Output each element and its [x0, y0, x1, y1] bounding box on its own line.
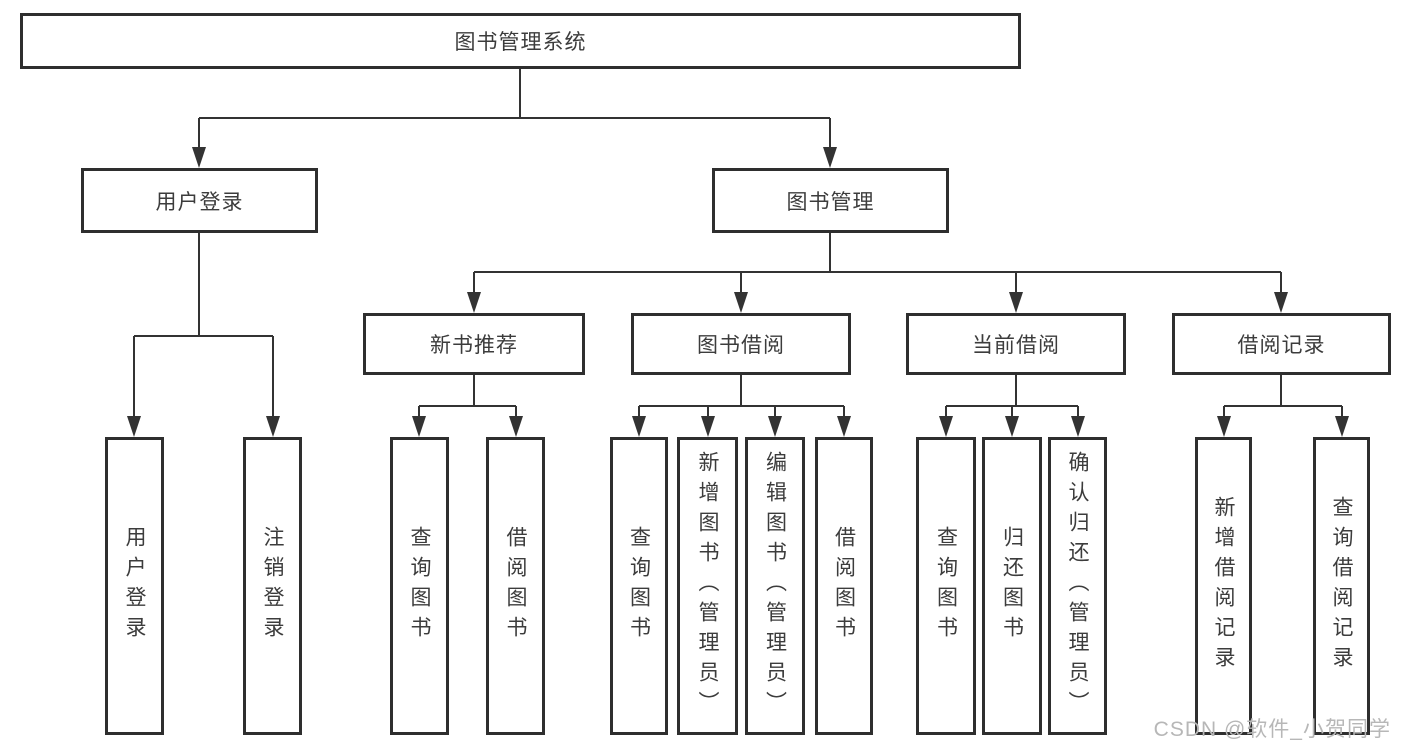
leaf-confirm-return-admin: 确认归还（管理员）: [1048, 437, 1107, 735]
node-label: 借阅记录: [1237, 334, 1326, 357]
node-root-system: 图书管理系统: [20, 13, 1021, 69]
node-label: 借阅图书: [832, 526, 856, 646]
leaf-query-book-borrowing: 查询图书: [610, 437, 668, 735]
leaf-query-borrow-record: 查询借阅记录: [1313, 437, 1370, 735]
node-label: 图书借阅: [697, 334, 785, 357]
node-label: 用户登录: [123, 526, 146, 646]
node-user-login: 用户登录: [81, 168, 318, 233]
leaf-query-book-recommend: 查询图书: [390, 437, 449, 735]
node-label: 注销登录: [261, 526, 284, 646]
node-current-borrowing: 当前借阅: [906, 313, 1126, 375]
node-label: 当前借阅: [972, 334, 1060, 357]
node-label: 查询借阅记录: [1330, 496, 1353, 676]
node-label: 编辑图书（管理员）: [763, 451, 787, 721]
node-label: 用户登录: [155, 190, 244, 214]
leaf-logout: 注销登录: [243, 437, 302, 735]
node-label: 借阅图书: [504, 526, 527, 646]
leaf-edit-book-admin: 编辑图书（管理员）: [745, 437, 805, 735]
leaf-user-login: 用户登录: [105, 437, 164, 735]
node-label: 归还图书: [1000, 526, 1024, 646]
leaf-add-borrow-record: 新增借阅记录: [1195, 437, 1252, 735]
csdn-watermark: CSDN @软件_小贺同学: [1153, 718, 1391, 741]
leaf-return-book: 归还图书: [982, 437, 1042, 735]
node-label: 图书管理: [786, 190, 875, 214]
node-book-borrowing: 图书借阅: [631, 313, 851, 375]
leaf-borrow-book-recommend: 借阅图书: [486, 437, 545, 735]
leaf-add-book-admin: 新增图书（管理员）: [677, 437, 738, 735]
node-borrowing-records: 借阅记录: [1172, 313, 1391, 375]
leaf-query-book-current: 查询图书: [916, 437, 976, 735]
node-label: 查询图书: [934, 526, 958, 646]
node-label: 查询图书: [408, 526, 431, 646]
leaf-borrow-book-borrowing: 借阅图书: [815, 437, 873, 735]
node-label: 新增图书（管理员）: [696, 451, 719, 721]
node-label: 图书管理系统: [454, 31, 587, 54]
node-label: 新书推荐: [430, 334, 518, 357]
node-label: 新增借阅记录: [1212, 496, 1235, 676]
node-label: 查询图书: [627, 526, 651, 646]
node-new-book-recommend: 新书推荐: [363, 313, 585, 375]
node-book-management: 图书管理: [712, 168, 949, 233]
node-label: 确认归还（管理员）: [1066, 451, 1089, 721]
